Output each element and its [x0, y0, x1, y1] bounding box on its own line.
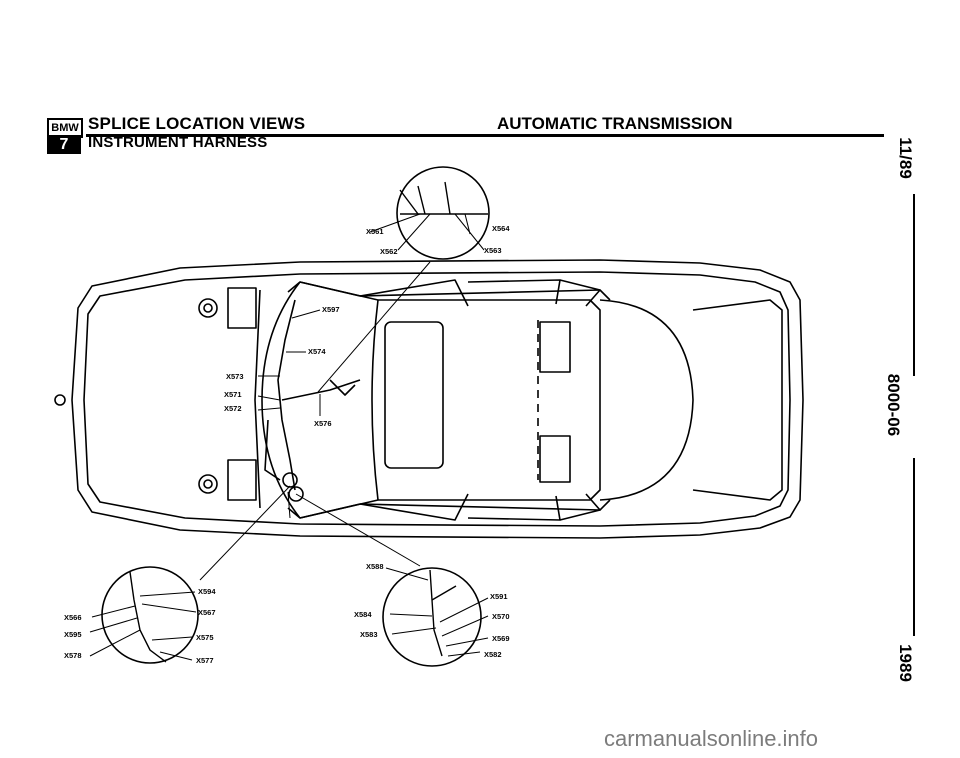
- label-pointers: [89, 213, 489, 661]
- splice-label: X567: [198, 608, 216, 617]
- model-badge: 7: [47, 135, 81, 154]
- splice-label: X569: [492, 634, 510, 643]
- splice-label: X571: [224, 390, 242, 399]
- splice-label: X563: [484, 246, 502, 255]
- splice-label: X577: [196, 656, 214, 665]
- splice-label: X594: [198, 587, 216, 596]
- splice-label: X562: [380, 247, 398, 256]
- splice-label: X572: [224, 404, 242, 413]
- splice-label: X575: [196, 633, 214, 642]
- detail-circles: [101, 166, 490, 667]
- splice-labels: X561 X562 X563 X564 X597 X574 X573 X571 …: [64, 224, 510, 665]
- splice-label: X566: [64, 613, 82, 622]
- splice-label: X584: [354, 610, 372, 619]
- splice-label: X588: [366, 562, 384, 571]
- splice-label: X561: [366, 227, 384, 236]
- splice-label: X576: [314, 419, 332, 428]
- splice-label: X582: [484, 650, 502, 659]
- leader-lines: [199, 261, 431, 581]
- side-divider-upper: [913, 194, 915, 376]
- splice-label: X591: [490, 592, 508, 601]
- splice-label: X574: [308, 347, 326, 356]
- splice-label: X570: [492, 612, 510, 621]
- section-title: AUTOMATIC TRANSMISSION: [497, 114, 733, 133]
- top-detail-harness: [399, 181, 488, 215]
- splice-label: X597: [322, 305, 340, 314]
- page-title: SPLICE LOCATION VIEWS: [88, 114, 306, 133]
- splice-label: X564: [492, 224, 510, 233]
- splice-label: X573: [226, 372, 244, 381]
- watermark-text: carmanualsonline.info: [604, 726, 819, 751]
- side-divider-lower: [913, 458, 915, 636]
- splice-label: X595: [64, 630, 82, 639]
- right-detail-harness: [429, 569, 457, 657]
- header-rule: [86, 134, 884, 137]
- car-outline: [54, 259, 804, 539]
- splice-label: X583: [360, 630, 378, 639]
- splice-label: X578: [64, 651, 82, 660]
- bmw-7-badge: BMW 7: [47, 118, 83, 154]
- page-subtitle: INSTRUMENT HARNESS: [88, 134, 268, 151]
